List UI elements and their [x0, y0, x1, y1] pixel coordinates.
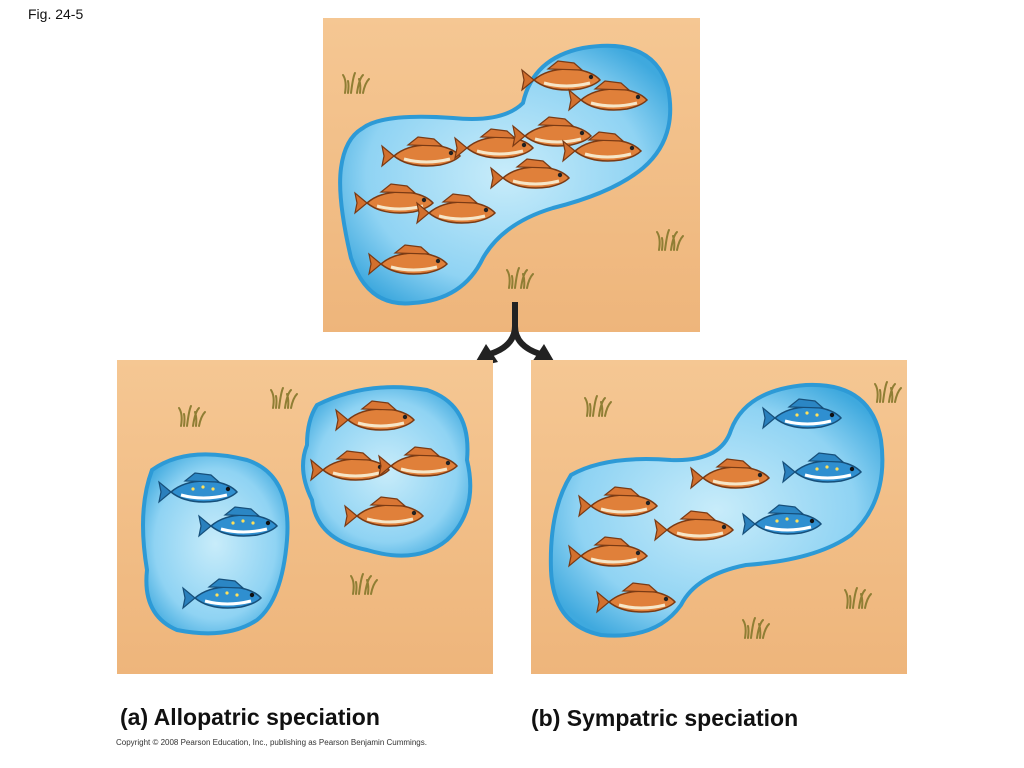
- copyright-notice: Copyright © 2008 Pearson Education, Inc.…: [116, 738, 427, 747]
- original-population-panel: [323, 18, 700, 332]
- allopatric-panel: [117, 360, 493, 674]
- pond: [548, 382, 885, 638]
- figure-label: Fig. 24-5: [28, 6, 84, 22]
- sympatric-panel: [531, 360, 907, 674]
- caption-allopatric: (a) Allopatric speciation: [120, 704, 380, 730]
- pond: [338, 43, 673, 306]
- caption-sympatric: (b) Sympatric speciation: [531, 705, 799, 731]
- pond-left: [141, 452, 290, 636]
